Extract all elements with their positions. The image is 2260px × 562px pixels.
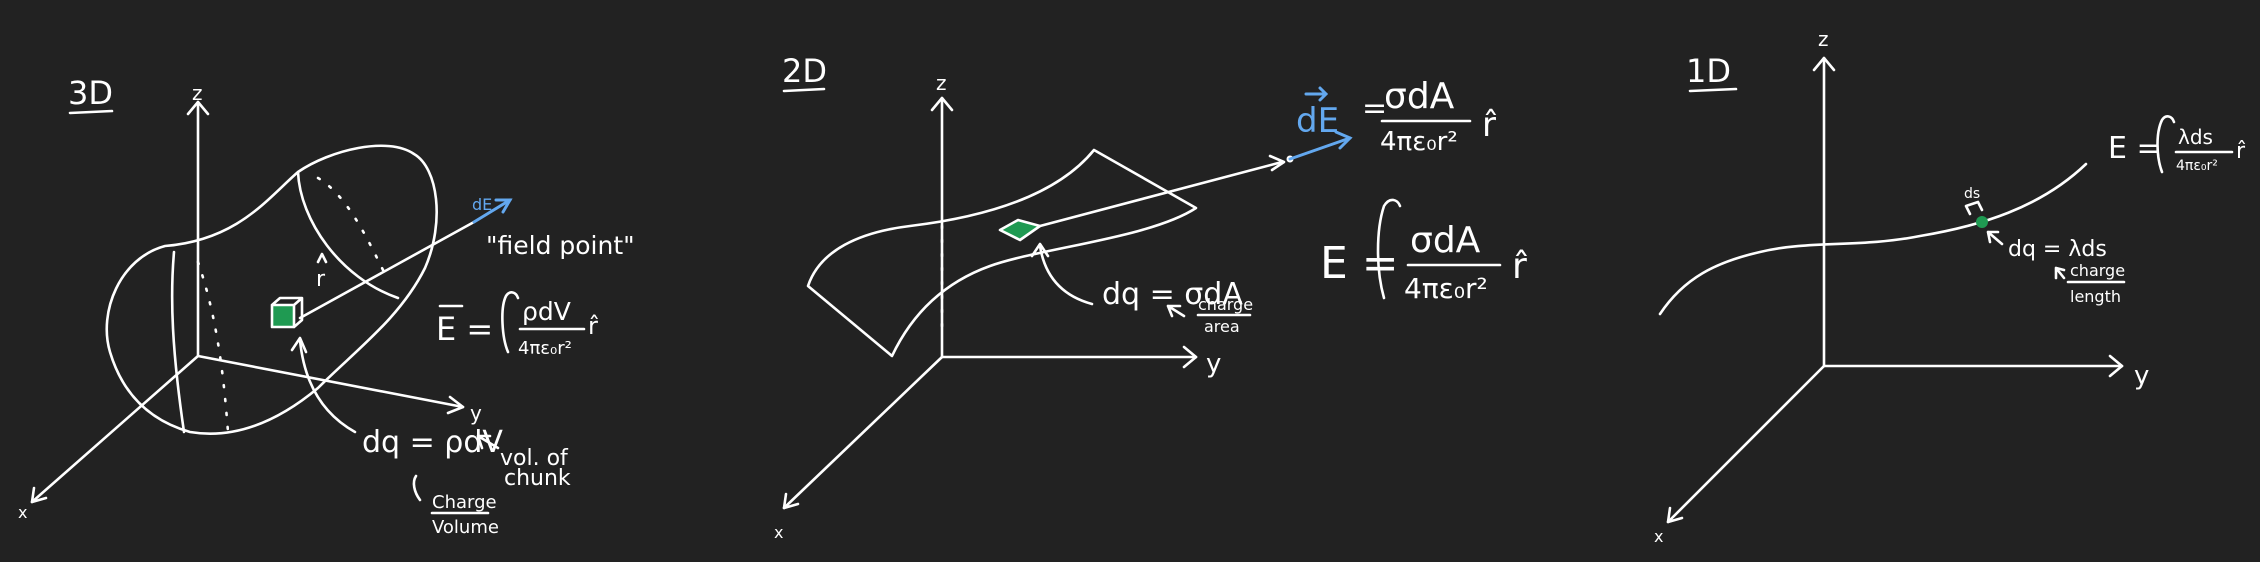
panel-1d-dq-pointer bbox=[1986, 230, 2004, 246]
panel-1d-ds-label: ds bbox=[1964, 186, 1980, 202]
panel-1d-dq-label: dq = λds bbox=[2008, 237, 2107, 262]
panel-3d-dq-pointer bbox=[298, 338, 357, 434]
panel-3d-charge-hook bbox=[412, 474, 422, 502]
panel-1d-z-arrowhead bbox=[1812, 56, 1836, 72]
panel-3d-chunk-label: chunk bbox=[504, 466, 571, 491]
panel-1d-title: 1D bbox=[1686, 52, 1731, 90]
panel-1d-title-underline bbox=[1688, 87, 1738, 93]
panel-1d-y-label: y bbox=[2134, 361, 2149, 391]
panel-3d-dE-label: dE bbox=[472, 195, 492, 214]
panel-3d-hidden-endcap bbox=[316, 176, 388, 278]
panel-3d-r-hat bbox=[316, 252, 328, 264]
panel-3d-integral-sign bbox=[501, 291, 520, 354]
panel-1d-ds-bracket bbox=[1964, 200, 1984, 216]
panel-3d-charge-cube bbox=[270, 296, 304, 329]
panel-3d-charge-word: Charge bbox=[432, 492, 497, 513]
panel-2d-formula-bottom-numerator: σdA bbox=[1410, 220, 1481, 261]
panel-1d-line-charge-curve bbox=[1658, 162, 2088, 316]
panel-2d-dE-arrowhead bbox=[1334, 130, 1353, 150]
panel-3d-vol-pointer bbox=[476, 434, 500, 450]
panel-1d-formula-lhs: E = bbox=[2108, 131, 2162, 166]
panel-2d-formula-top-numerator: σdA bbox=[1384, 76, 1455, 117]
panel-2d-y-arrowhead bbox=[1182, 345, 1198, 369]
panel-3d-r-line bbox=[298, 220, 476, 320]
panel-1d-charge-segment bbox=[1976, 216, 1988, 228]
panel-2d-x-label: x bbox=[774, 523, 783, 542]
panel-1d-formula-denominator: 4πε₀r² bbox=[2176, 158, 2218, 174]
panel-3d-y-axis bbox=[196, 354, 465, 409]
panel-3d-dq-label: dq = ρdV bbox=[362, 425, 503, 460]
panel-3d-z-arrowhead bbox=[186, 100, 210, 116]
panel-2d-formula-top-unit: r̂ bbox=[1482, 105, 1496, 145]
panel-3d-y-label: y bbox=[470, 401, 482, 425]
panel-3d-x-label: x bbox=[18, 503, 27, 522]
panel-3d-r-label: r bbox=[316, 267, 326, 292]
panel-1d-x-arrowhead bbox=[1666, 506, 1684, 524]
panel-3d-title: 3D bbox=[68, 74, 113, 112]
panel-1d-z-label: z bbox=[1818, 27, 1829, 51]
panel-2d-surface bbox=[806, 148, 1198, 358]
panel-3d-formula: E = ρdV 4πε₀r² r̂ bbox=[436, 291, 598, 359]
panel-1d-formula-unit: r̂ bbox=[2236, 139, 2246, 164]
panel-2d-formula-top-denominator: 4πε₀r² bbox=[1380, 127, 1458, 157]
panel-2d-integral-sign bbox=[1376, 198, 1402, 300]
panel-3d-field-point-label: "field point" bbox=[486, 231, 635, 260]
panel-2d-z-arrowhead bbox=[930, 96, 954, 112]
panel-2d-charge-word: charge bbox=[1198, 295, 1253, 314]
panel-2d-dE-label: dE bbox=[1296, 101, 1339, 141]
panel-3d-dE-arrowhead bbox=[494, 198, 513, 214]
panel-2d-formula-bottom-unit: r̂ bbox=[1512, 246, 1527, 287]
panel-2d-dq-pointer bbox=[1038, 244, 1094, 306]
panel-2d-dq-pointer-head bbox=[1030, 242, 1050, 258]
panel-2d-dE-vector bbox=[1288, 136, 1352, 161]
panel-3d-volume-outline bbox=[105, 144, 438, 435]
panel-3d-volume-crosssection bbox=[170, 250, 186, 434]
panel-1d-x-label: x bbox=[1654, 527, 1663, 546]
panel-1d-y-arrowhead bbox=[2108, 354, 2124, 378]
panel-2d-x-arrowhead bbox=[782, 492, 800, 510]
panel-1d-integral-sign bbox=[2156, 115, 2176, 174]
panel-3d-x-arrowhead bbox=[30, 486, 48, 504]
panel-3d-formula-numerator: ρdV bbox=[522, 297, 571, 326]
panel-1d-charge-word: charge bbox=[2070, 261, 2125, 280]
panel-2d-area-word: area bbox=[1204, 317, 1240, 336]
panel-3d-formula-unit: r̂ bbox=[588, 312, 598, 340]
panel-3d-volume-endcap bbox=[296, 170, 400, 300]
panel-2d-r-line bbox=[1038, 160, 1284, 228]
panel-2d-formula-top: = σdA 4πε₀r² r̂ bbox=[1362, 76, 1496, 157]
panel-2d-x-axis bbox=[782, 355, 944, 510]
panel-3d-hidden-edge bbox=[196, 260, 230, 434]
panel-2d-formula-bottom-denominator: 4πε₀r² bbox=[1404, 272, 1488, 305]
panel-3d-y-arrowhead bbox=[446, 395, 465, 415]
panel-2d-title-underline bbox=[782, 87, 826, 93]
panel-3d: 3D z y x r dE "field point" bbox=[18, 74, 635, 538]
panel-2d-dE-vector-arrow bbox=[1304, 86, 1329, 102]
panel-2d-formula-bottom-lhs: E = bbox=[1320, 238, 1399, 289]
panel-3d-formula-lhs: E = bbox=[436, 310, 493, 348]
panel-1d-charge-pointer bbox=[2054, 266, 2066, 280]
panel-1d-x-axis bbox=[1666, 364, 1826, 524]
panel-1d-formula-numerator: λds bbox=[2178, 125, 2213, 149]
panel-2d-y-label: y bbox=[1206, 349, 1221, 379]
panel-3d-z-label: z bbox=[192, 81, 203, 105]
panel-2d: 2D z y x dE = σdA 4πε₀r² bbox=[774, 52, 1527, 542]
panel-2d-charge-pointer bbox=[1166, 304, 1186, 318]
panel-2d-formula-bottom: E = σdA 4πε₀r² r̂ bbox=[1320, 198, 1527, 305]
panel-3d-dq-pointer-head bbox=[290, 336, 308, 354]
panel-3d-dE-vector bbox=[472, 198, 512, 224]
panel-1d-formula: E = λds 4πε₀r² r̂ bbox=[2108, 115, 2246, 174]
panel-2d-title: 2D bbox=[782, 52, 827, 90]
panel-2d-r-arrowhead bbox=[1268, 154, 1286, 172]
panel-3d-formula-denominator: 4πε₀r² bbox=[518, 338, 572, 359]
panel-3d-title-underline bbox=[68, 109, 114, 115]
panel-2d-z-label: z bbox=[936, 71, 947, 95]
panel-3d-volume-word: Volume bbox=[432, 517, 499, 538]
panel-3d-vol-of-label: vol. of bbox=[500, 446, 569, 471]
panel-3d-x-axis bbox=[30, 354, 200, 504]
panel-1d: 1D z y x ds E = λds 4πε₀r² r̂ dq = λds c… bbox=[1654, 27, 2246, 546]
panel-1d-length-word: length bbox=[2070, 287, 2121, 306]
